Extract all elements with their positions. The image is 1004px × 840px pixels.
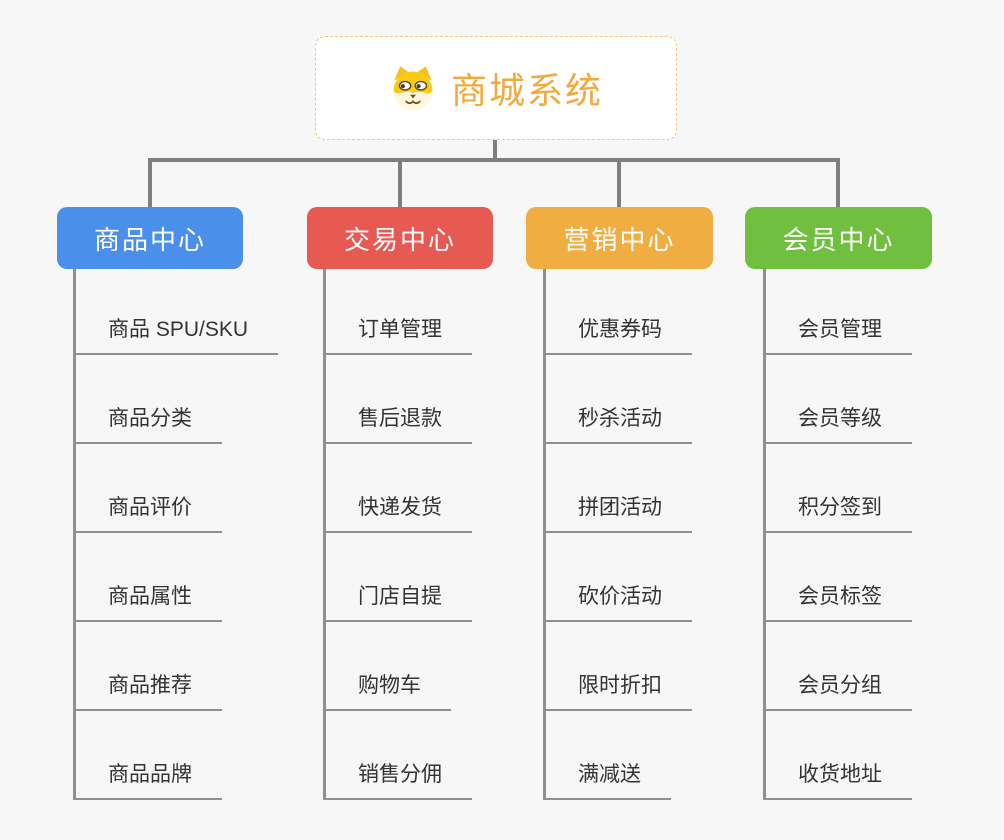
leaf-node[interactable]: 会员等级 bbox=[763, 405, 912, 444]
leaf-node[interactable]: 销售分佣 bbox=[323, 761, 472, 800]
leaf-node[interactable]: 会员标签 bbox=[763, 583, 912, 622]
branch-spine-trade bbox=[323, 269, 326, 800]
branch-spine-product bbox=[73, 269, 76, 800]
leaf-node[interactable]: 商品评价 bbox=[73, 494, 222, 533]
leaf-node[interactable]: 商品分类 bbox=[73, 405, 222, 444]
branch-marketing-center[interactable]: 营销中心 bbox=[526, 207, 713, 269]
branch-label: 交易中心 bbox=[343, 224, 456, 255]
dog-icon bbox=[389, 64, 437, 112]
leaf-node[interactable]: 商品属性 bbox=[73, 583, 222, 622]
branch-spine-member bbox=[763, 269, 766, 800]
leaf-node[interactable]: 门店自提 bbox=[323, 583, 472, 622]
branch-member-center[interactable]: 会员中心 bbox=[745, 207, 932, 269]
leaf-node[interactable]: 快递发货 bbox=[323, 494, 472, 533]
leaf-node[interactable]: 收货地址 bbox=[763, 761, 912, 800]
leaf-node[interactable]: 订单管理 bbox=[323, 316, 472, 355]
connector-root-stem bbox=[493, 140, 497, 158]
leaf-node[interactable]: 商品品牌 bbox=[73, 761, 222, 800]
leaf-node[interactable]: 优惠券码 bbox=[543, 316, 692, 355]
leaf-node[interactable]: 砍价活动 bbox=[543, 583, 692, 622]
root-label: 商城系统 bbox=[450, 70, 603, 111]
branch-product-center[interactable]: 商品中心 bbox=[57, 207, 243, 269]
connector-drop-trade bbox=[398, 158, 402, 207]
connector-horizontal-bar bbox=[148, 158, 840, 162]
leaf-node[interactable]: 商品 SPU/SKU bbox=[73, 316, 279, 355]
leaf-node[interactable]: 购物车 bbox=[323, 672, 451, 711]
branch-label: 会员中心 bbox=[782, 224, 895, 255]
leaf-node[interactable]: 限时折扣 bbox=[543, 672, 692, 711]
connector-drop-member bbox=[836, 158, 840, 207]
branch-trade-center[interactable]: 交易中心 bbox=[307, 207, 493, 269]
branch-label: 营销中心 bbox=[563, 224, 676, 255]
leaf-node[interactable]: 满减送 bbox=[543, 761, 671, 800]
leaf-node[interactable]: 会员分组 bbox=[763, 672, 912, 711]
leaf-node[interactable]: 商品推荐 bbox=[73, 672, 222, 711]
connector-drop-marketing bbox=[617, 158, 621, 207]
leaf-node[interactable]: 积分签到 bbox=[763, 494, 912, 533]
branch-label: 商品中心 bbox=[93, 224, 206, 255]
connector-drop-product bbox=[148, 158, 152, 207]
leaf-node[interactable]: 拼团活动 bbox=[543, 494, 692, 533]
leaf-node[interactable]: 会员管理 bbox=[763, 316, 912, 355]
leaf-node[interactable]: 秒杀活动 bbox=[543, 405, 692, 444]
leaf-node[interactable]: 售后退款 bbox=[323, 405, 472, 444]
root-node[interactable]: 商城系统 bbox=[315, 36, 677, 140]
branch-spine-marketing bbox=[543, 269, 546, 800]
